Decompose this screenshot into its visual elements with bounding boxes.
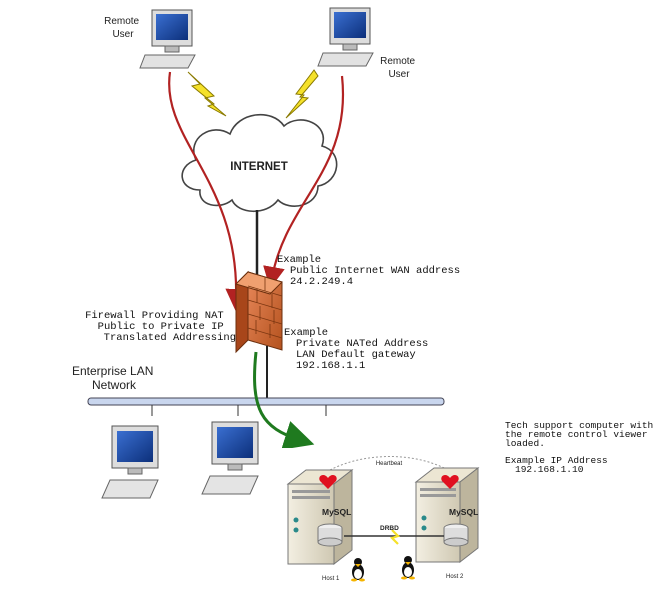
remote-computer-left-icon — [139, 9, 196, 69]
remote-computer-right-icon — [317, 7, 374, 67]
enterprise-lan-label: Enterprise LAN Network — [72, 364, 157, 392]
firewall-label: Firewall Providing NAT Public to Private… — [85, 310, 236, 344]
internet-cloud-icon — [181, 113, 338, 213]
heartbeat-label: Heartbeat — [376, 461, 403, 467]
disk-icon — [443, 523, 469, 547]
lan-drop-lines — [151, 405, 327, 416]
linux-penguin-icon — [401, 556, 415, 580]
host2-server-icon — [414, 466, 480, 564]
linux-penguin-icon — [351, 558, 365, 582]
internet-label: INTERNET — [230, 161, 288, 173]
lightning-left-icon — [187, 71, 227, 117]
host1-label: Host 1 — [322, 576, 340, 582]
lightning-right-icon — [285, 69, 319, 119]
red-arrow-left — [168, 71, 248, 311]
heartbeat-link — [329, 456, 449, 471]
mysql-logo-host2: MySQL — [449, 507, 478, 517]
mysql-logo-host1: MySQL — [322, 507, 351, 517]
wan-example-label: Example Public Internet WAN address 24.2… — [277, 254, 466, 288]
lan-gateway-label: Example Private NATed Address LAN Defaul… — [284, 327, 435, 372]
host1-server-icon — [286, 468, 354, 566]
host2-label: Host 2 — [446, 574, 464, 580]
lan-computer-2-icon — [201, 421, 259, 495]
firewall-icon — [235, 270, 283, 354]
drbd-label: DRBD — [380, 525, 399, 532]
lan-backbone-bar — [87, 397, 445, 406]
red-arrow-right — [263, 75, 345, 289]
green-arrow — [253, 351, 315, 450]
cluster-panel: MySQL MySQL — [278, 448, 488, 590]
lan-computer-1-icon — [101, 425, 159, 499]
remote-user-right-label: Remote User — [380, 56, 418, 80]
heart-icon — [319, 474, 337, 489]
remote-user-left-label: Remote User — [104, 16, 142, 40]
drbd-bolt-icon — [389, 529, 401, 545]
heart-icon — [441, 474, 459, 489]
tech-support-label: Tech support computer with the remote co… — [505, 420, 659, 475]
disk-icon — [317, 523, 343, 547]
